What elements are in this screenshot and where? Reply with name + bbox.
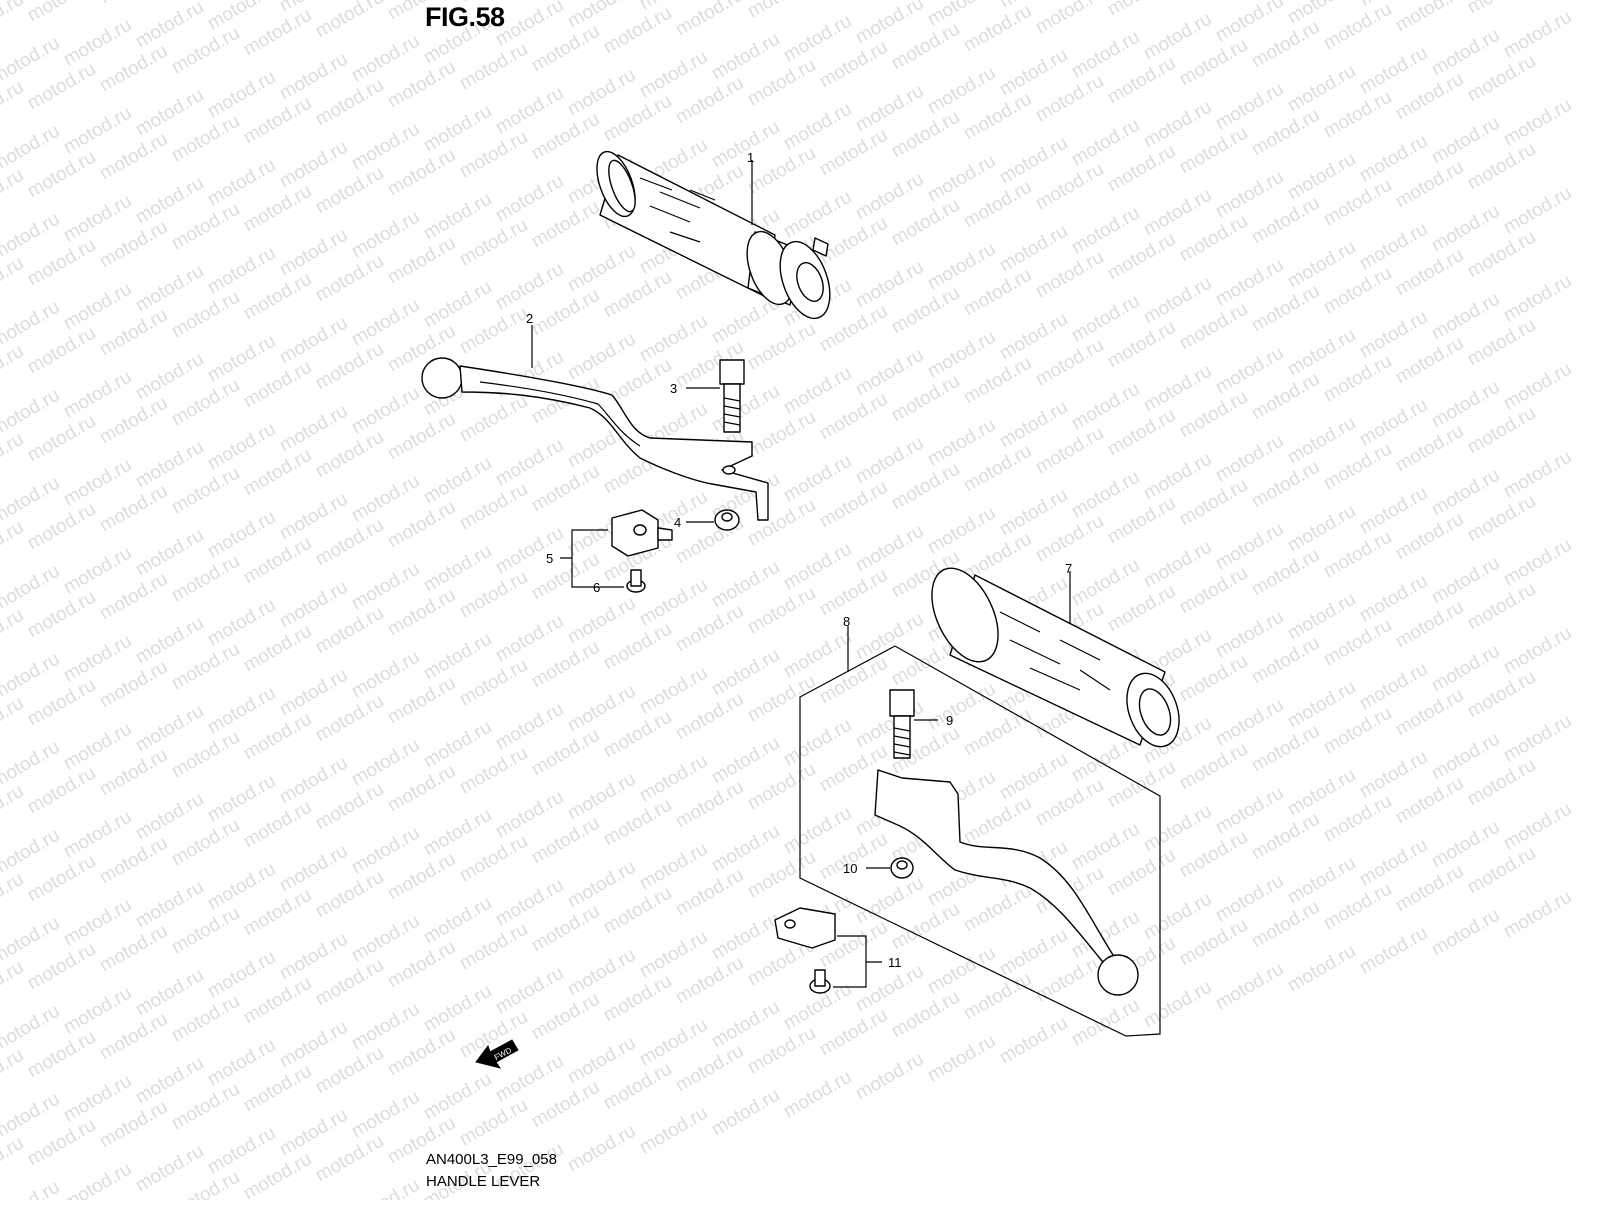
watermark-text: motod.ru xyxy=(636,1103,711,1159)
watermark-text: motod.ru xyxy=(924,1031,999,1087)
watermark-text: motod.ru xyxy=(1140,977,1215,1033)
figure-title: FIG.58 xyxy=(425,2,505,32)
watermark-text: motod.ru xyxy=(0,1045,27,1101)
watermark-text: motod.ru xyxy=(0,605,27,661)
part-6-screw xyxy=(626,569,646,593)
watermark-text: motod.ru xyxy=(1500,7,1575,63)
callout-9: 9 xyxy=(946,713,953,728)
watermark-text: motod.ru xyxy=(1500,271,1575,327)
figure-code: AN400L3_E99_058 xyxy=(426,1151,557,1168)
part-11-clutch-switch xyxy=(774,907,882,994)
watermark-text: motod.ru xyxy=(0,0,27,44)
watermark-text: motod.ru xyxy=(1500,887,1575,943)
callout-3: 3 xyxy=(670,381,677,396)
watermark-text: motod.ru xyxy=(1212,959,1287,1015)
watermark-text: motod.ru xyxy=(0,253,27,309)
watermark-text: motod.ru xyxy=(1500,711,1575,767)
watermark-text: motod.ru xyxy=(1500,359,1575,415)
watermark-text: motod.ru xyxy=(1032,0,1107,38)
part-3-bolt xyxy=(719,359,745,433)
watermark-text: motod.ru xyxy=(1428,905,1503,961)
watermark-text: motod.ru xyxy=(60,1159,135,1200)
bracket-5-6 xyxy=(560,529,624,588)
watermark-text: motod.ru xyxy=(564,1121,639,1177)
watermark-text: motod.ru xyxy=(0,869,27,925)
part-8-clutch-lever xyxy=(874,769,1139,996)
watermark-text: motod.ru xyxy=(96,0,171,8)
watermark-text: motod.ru xyxy=(780,1067,855,1123)
callout-labels: 1 2 3 4 5 6 7 8 9 10 11 xyxy=(526,150,1072,970)
watermark-text: motod.ru xyxy=(816,0,891,4)
watermark-text: motod.ru xyxy=(0,1177,63,1200)
watermark-text: motod.ru xyxy=(1500,183,1575,239)
watermark-text: motod.ru xyxy=(1500,447,1575,503)
watermark-text: motod.ru xyxy=(1392,0,1467,36)
part-2-brake-lever xyxy=(421,357,769,521)
watermark-text: motod.ru xyxy=(24,0,99,26)
watermark-text: motod.ru xyxy=(1500,623,1575,679)
watermark-text: motod.ru xyxy=(672,0,747,40)
watermark-text: motod.ru xyxy=(348,1175,423,1200)
watermark-text: motod.ru xyxy=(0,781,27,837)
callout-5: 5 xyxy=(546,551,553,566)
watermark-text: motod.ru xyxy=(0,517,27,573)
watermark-text: motod.ru xyxy=(852,1049,927,1105)
watermark-text: motod.ru xyxy=(1068,995,1143,1051)
callout-10: 10 xyxy=(843,861,857,876)
callout-4: 4 xyxy=(674,515,681,530)
watermark-text: motod.ru xyxy=(1356,923,1431,979)
watermark-text: motod.ru xyxy=(0,1133,27,1189)
callout-7: 7 xyxy=(1065,561,1072,576)
watermark-text: motod.ru xyxy=(0,429,27,485)
watermark-text: motod.ru xyxy=(0,693,27,749)
figure-name: HANDLE LEVER xyxy=(426,1173,541,1190)
watermark-text: motod.ru xyxy=(1284,941,1359,997)
watermark-text: motod.ru xyxy=(1104,0,1179,20)
callout-8: 8 xyxy=(843,614,850,629)
watermark-text: motod.ru xyxy=(1320,0,1395,54)
watermark-text: motod.ru xyxy=(1464,0,1539,18)
part-4-nut xyxy=(714,509,740,531)
watermark-text: motod.ru xyxy=(0,957,27,1013)
part-8-lever-assembly-box xyxy=(799,645,1161,1037)
callout-2: 2 xyxy=(526,311,533,326)
part-7-handle-grip xyxy=(931,567,1180,748)
watermark-text: motod.ru xyxy=(312,0,387,42)
callout-1: 1 xyxy=(747,150,754,165)
watermark-text: motod.ru xyxy=(708,1085,783,1141)
watermark-text: motod.ru xyxy=(0,341,27,397)
watermark-text: motod.ru xyxy=(1176,0,1251,2)
callout-11: 11 xyxy=(888,955,902,970)
leader-lines xyxy=(531,160,1071,869)
part-5-brake-switch xyxy=(611,509,673,557)
watermark-text: motod.ru xyxy=(0,165,27,221)
part-10-nut xyxy=(890,857,914,879)
watermark-text: motod.ru xyxy=(0,77,27,133)
watermark-text: motod.ru xyxy=(1500,535,1575,591)
part-1-throttle-grip xyxy=(596,150,831,320)
watermark-text: motod.ru xyxy=(1500,95,1575,151)
watermark-text: motod.ru xyxy=(744,0,819,22)
callout-6: 6 xyxy=(593,580,600,595)
watermark-text: motod.ru xyxy=(1500,799,1575,855)
watermark-text: motod.ru xyxy=(996,1013,1071,1069)
